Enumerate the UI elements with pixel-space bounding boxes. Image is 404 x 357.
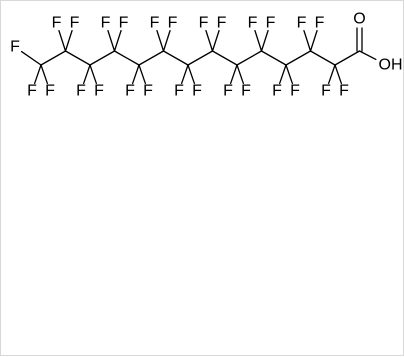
carbon-fluorine-bond — [89, 64, 98, 85]
carbon-fluorine-bond — [303, 29, 312, 52]
carbon-fluorine-bond — [156, 29, 165, 52]
carbon-fluorine-bond — [254, 29, 263, 52]
fluorine-atom: F — [223, 83, 233, 100]
backbone-bond-2 — [64, 50, 91, 66]
carbon-fluorine-bond — [131, 64, 140, 85]
fluorine-atom: F — [45, 83, 55, 100]
fluorine-atom: F — [119, 15, 129, 32]
carbon-fluorine-bond — [107, 29, 116, 52]
carbon-fluorine-bond — [285, 64, 294, 85]
fluorine-atom: F — [192, 83, 202, 100]
carbon-fluorine-bond — [138, 64, 147, 85]
carbon-hydroxyl-bond — [358, 50, 377, 61]
fluorine-atom: F — [27, 83, 37, 100]
carbon-fluorine-bond — [20, 50, 42, 66]
carbon-fluorine-bond — [260, 29, 269, 52]
carbon-fluorine-bond — [229, 64, 238, 85]
fluorine-atom: F — [168, 15, 178, 32]
backbone-bond-9 — [236, 50, 263, 66]
carbon-fluorine-bond — [334, 64, 343, 85]
carbon-fluorine-bond — [211, 29, 220, 52]
fluorine-atom: F — [10, 39, 20, 56]
backbone-bond-7 — [187, 50, 214, 66]
carbon-fluorine-bond — [82, 64, 91, 85]
fluorine-atom: F — [101, 15, 111, 32]
fluorine-atom: F — [150, 15, 160, 32]
backbone-bond-6 — [162, 50, 189, 66]
carbon-fluorine-bond — [33, 64, 42, 85]
fluorine-atom: F — [248, 15, 258, 32]
backbone-bond-11 — [285, 50, 312, 66]
fluorine-atom: F — [266, 15, 276, 32]
backbone-bond-10 — [260, 50, 287, 66]
bond-layer — [20, 27, 377, 85]
fluorine-atom: F — [52, 15, 62, 32]
fluorine-atom: F — [321, 83, 331, 100]
backbone-bond-1 — [40, 50, 67, 66]
carbon-fluorine-bond — [113, 29, 122, 52]
fluorine-atom: F — [297, 15, 307, 32]
fluorine-atom: F — [125, 83, 135, 100]
fluorine-atom: F — [70, 15, 80, 32]
fluorine-atom: F — [339, 83, 349, 100]
hydroxyl-group: OH — [379, 57, 403, 74]
backbone-bond-8 — [211, 50, 238, 66]
carbon-fluorine-bond — [236, 64, 245, 85]
carbon-fluorine-bond — [278, 64, 287, 85]
carbon-fluorine-bond — [64, 29, 73, 52]
backbone-bond-5 — [138, 50, 165, 66]
carbon-fluorine-bond — [58, 29, 67, 52]
backbone-bond-4 — [113, 50, 140, 66]
fluorine-atom: F — [199, 15, 209, 32]
carbon-fluorine-bond — [205, 29, 214, 52]
fluorine-atom: F — [174, 83, 184, 100]
carbon-fluorine-bond — [162, 29, 171, 52]
carbon-fluorine-bond — [327, 64, 336, 85]
carbonyl-oxygen-atom: O — [353, 11, 365, 28]
carbon-fluorine-bond — [40, 64, 49, 85]
fluorine-atom: F — [76, 83, 86, 100]
fluorine-atom: F — [94, 83, 104, 100]
backbone-bond-12 — [309, 50, 336, 66]
backbone-bond-13 — [334, 50, 361, 66]
fluorine-atom: F — [217, 15, 227, 32]
carbon-fluorine-bond — [309, 29, 318, 52]
fluorine-atom: F — [272, 83, 282, 100]
carbon-fluorine-bond — [187, 64, 196, 85]
fluorine-atom: F — [290, 83, 300, 100]
backbone-bond-3 — [89, 50, 116, 66]
fluorine-atom: F — [241, 83, 251, 100]
fluorine-atom: F — [143, 83, 153, 100]
carbon-fluorine-bond — [180, 64, 189, 85]
fluorine-atom: F — [315, 15, 325, 32]
